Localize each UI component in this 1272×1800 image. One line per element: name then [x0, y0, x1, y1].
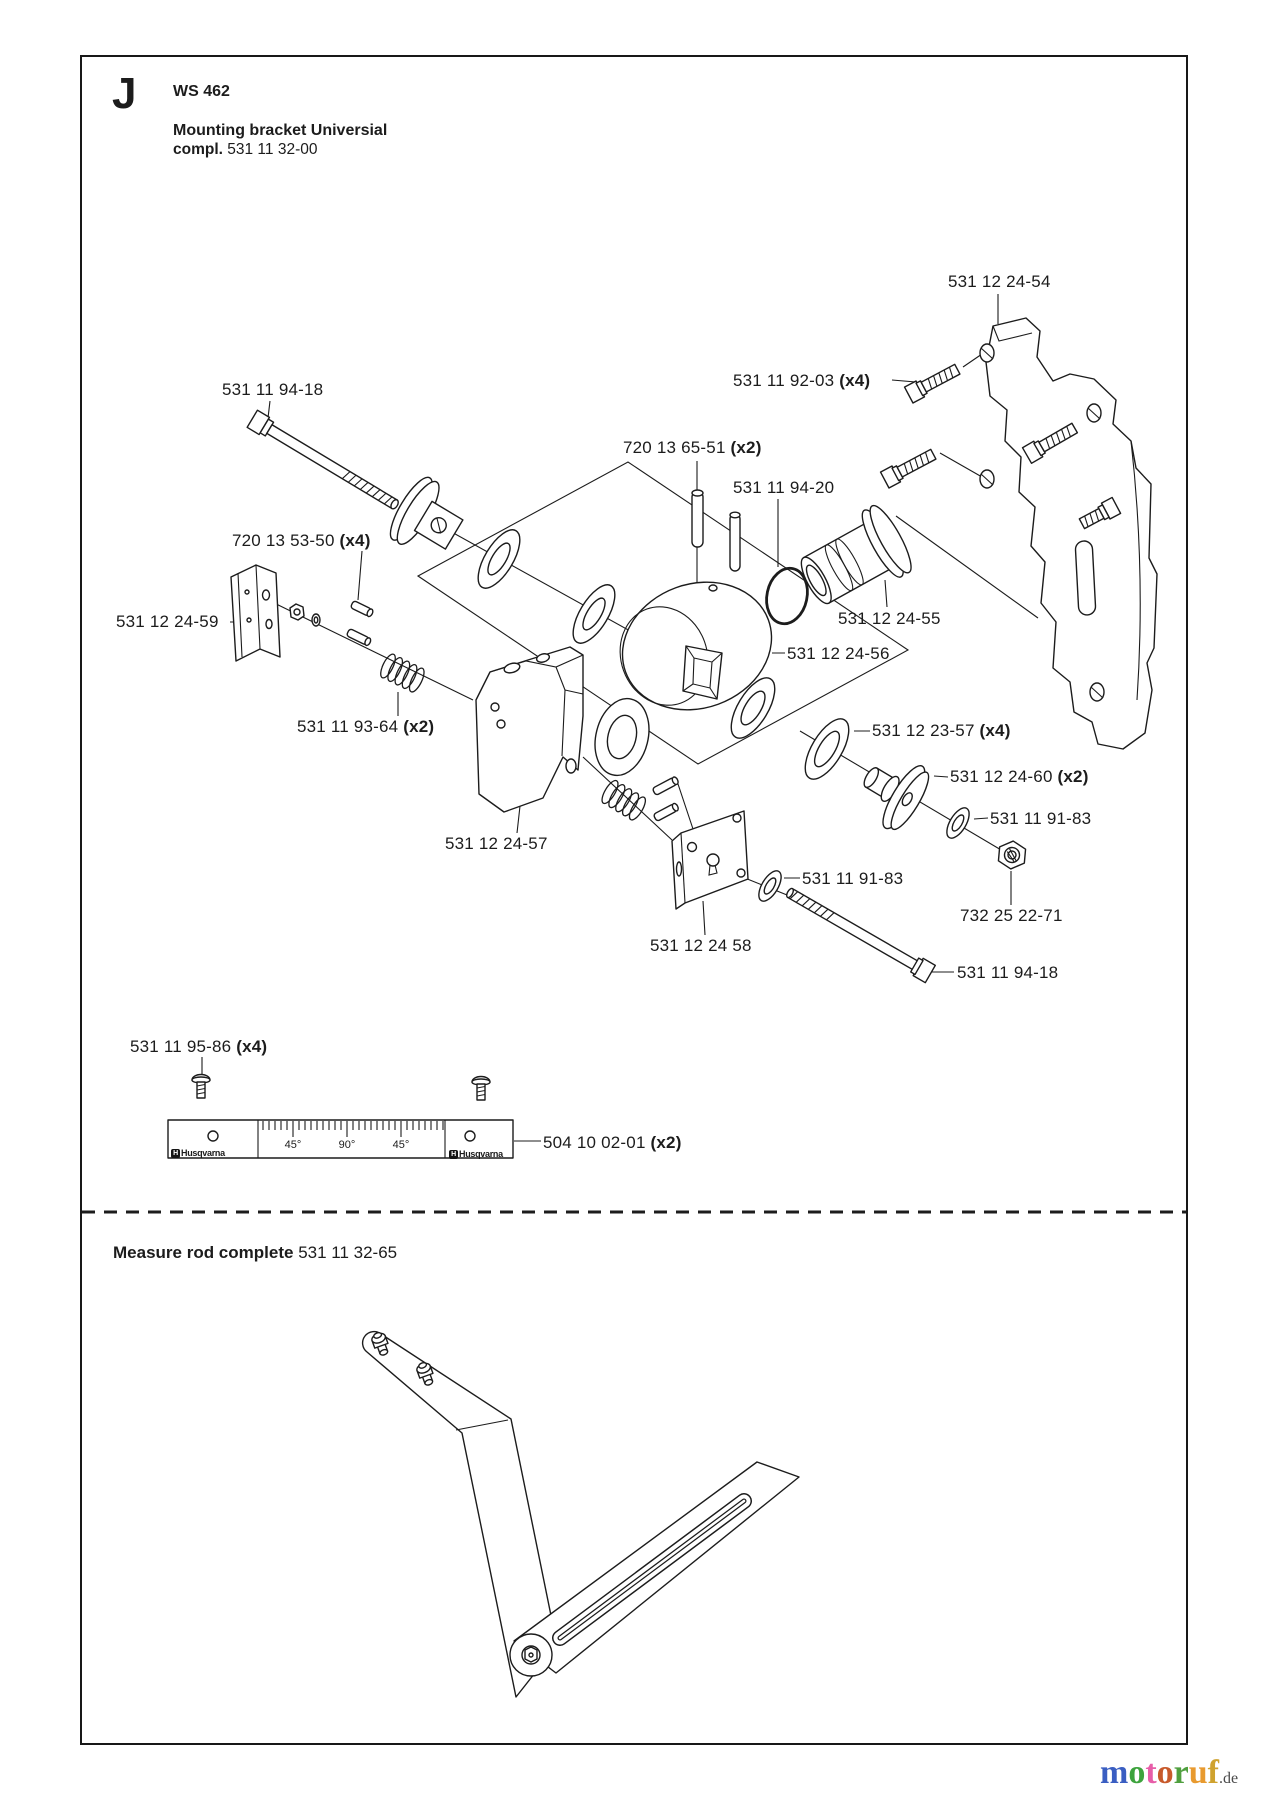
- label-531-12-24-57: 531 12 24-57: [445, 834, 548, 853]
- part-drawing-pins-53-50: [346, 600, 374, 647]
- watermark-letter: u: [1188, 1754, 1208, 1791]
- label-531-12-24-54: 531 12 24-54: [948, 272, 1051, 291]
- label-531-11-91-83-b: 531 11 91-83: [802, 869, 904, 888]
- label-531-11-92-03: 531 11 92-03 (x4): [733, 371, 871, 390]
- measure-rod-drawing: [361, 1330, 800, 1698]
- part-drawing-long-bolt-top: [246, 409, 399, 510]
- part-drawing-o-ring: [765, 566, 809, 626]
- part-drawing-mounting-plate: [979, 317, 1158, 750]
- label-531-12-24-59: 531 12 24-59: [116, 612, 219, 631]
- ruler-angle-90: 90°: [338, 1139, 356, 1151]
- label-531-11-95-86: 531 11 95-86 (x4): [130, 1037, 268, 1056]
- part-drawing-long-bolt-bottom: [785, 887, 936, 984]
- part-drawing-washer-small-left: [758, 870, 782, 902]
- watermark-letter: f: [1207, 1754, 1219, 1791]
- part-drawing-bushing: [863, 765, 930, 831]
- part-drawing-swivel-block: [475, 646, 650, 813]
- watermark-suffix: .de: [1219, 1770, 1239, 1787]
- label-531-11-91-83-a: 531 11 91-83: [990, 809, 1092, 828]
- part-drawing-pins-65-51: [691, 489, 741, 572]
- part-drawing-washers: [477, 529, 616, 644]
- part-drawing-screws-95-86: [191, 1073, 491, 1101]
- ruler-angle-45-left: 45°: [284, 1139, 302, 1151]
- watermark-letter: t: [1145, 1754, 1157, 1791]
- husqvarna-logo-icon: H: [171, 1148, 180, 1158]
- watermark-letter: o: [1128, 1754, 1146, 1791]
- part-drawing-washers-2: [730, 677, 850, 780]
- watermark-letter: m: [1100, 1754, 1129, 1791]
- part-drawing-housing: [619, 581, 773, 711]
- husqvarna-brand-text: Husqvarna: [181, 1148, 225, 1158]
- label-504-10-02-01: 504 10 02-01 (x2): [543, 1133, 682, 1152]
- motoruf-watermark: motoruf.de: [1100, 1754, 1238, 1792]
- label-531-11-94-18-b: 531 11 94-18: [957, 963, 1059, 982]
- part-drawing-lock-nut: [997, 840, 1027, 870]
- page-border: [80, 55, 1188, 1745]
- part-drawing-spring-1: [380, 653, 425, 693]
- label-720-13-53-50: 720 13 53-50 (x4): [232, 531, 371, 550]
- part-drawing-coupling: [800, 504, 912, 605]
- label-732-25-22-71: 732 25 22-71: [960, 906, 1063, 925]
- husqvarna-brand-left: H Husqvarna: [171, 1148, 225, 1158]
- label-531-12-24-60: 531 12 24-60 (x2): [950, 767, 1089, 786]
- label-531-11-94-18-a: 531 11 94-18: [222, 380, 324, 399]
- label-531-12-24-56: 531 12 24-56: [787, 644, 890, 663]
- part-drawing-end-plate-group: [601, 776, 749, 910]
- watermark-letter: r: [1173, 1754, 1189, 1791]
- part-drawing-clamp-block: [230, 564, 321, 662]
- model-name: WS 462: [173, 83, 230, 100]
- part-drawing-washer-small-right: [946, 807, 970, 839]
- part-drawing-flange-disc: [389, 476, 464, 550]
- section-letter: J: [112, 69, 137, 118]
- measure-rod-title: Measure rod complete 531 11 32-65: [113, 1243, 398, 1262]
- label-531-12-23-57: 531 12 23-57 (x4): [872, 721, 1011, 740]
- husqvarna-brand-text: Husqvarna: [459, 1149, 503, 1159]
- watermark-letter: o: [1156, 1754, 1174, 1791]
- part-drawing-bolt-92-03: [879, 363, 1122, 530]
- ruler-angle-45-right: 45°: [392, 1139, 410, 1151]
- husqvarna-brand-right: H Husqvarna: [449, 1149, 503, 1159]
- label-720-13-65-51: 720 13 65-51 (x2): [623, 438, 762, 457]
- husqvarna-logo-icon: H: [449, 1149, 458, 1159]
- label-531-12-24-55: 531 12 24-55: [838, 609, 941, 628]
- label-531-11-93-64: 531 11 93-64 (x2): [297, 717, 435, 736]
- page-title: Mounting bracket Universial: [173, 122, 388, 139]
- label-531-11-94-20: 531 11 94-20: [733, 478, 835, 497]
- ruler-ticks: [262, 1121, 444, 1137]
- assembly-number-line: compl. 531 11 32-00: [173, 141, 318, 158]
- label-531-12-24-58: 531 12 24 58: [650, 936, 752, 955]
